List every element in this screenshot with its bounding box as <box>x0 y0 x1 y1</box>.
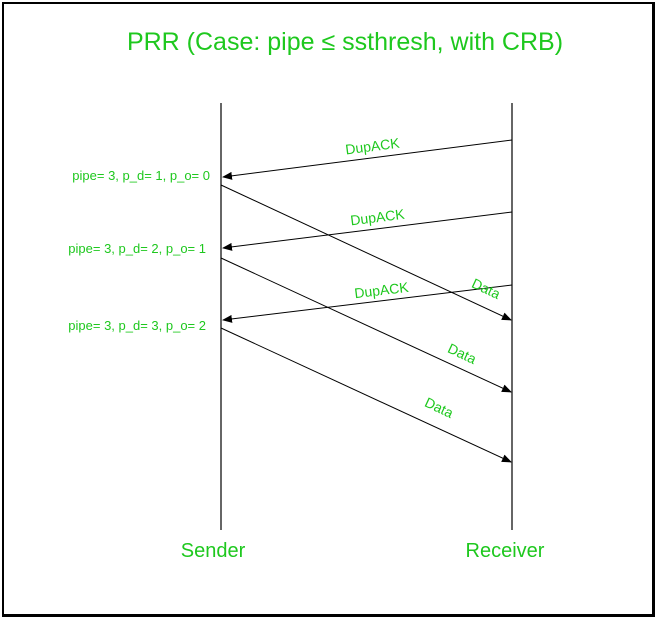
sender-label: Sender <box>181 540 246 562</box>
dupack-label-1: DupACK <box>344 135 401 158</box>
receiver-label: Receiver <box>466 540 545 562</box>
data-label-3: Data <box>422 394 456 421</box>
data-label-1: Data <box>469 275 503 302</box>
state-label-1: pipe= 3, p_d= 1, p_o= 0 <box>72 168 210 183</box>
state-label-2: pipe= 3, p_d= 2, p_o= 1 <box>68 241 206 256</box>
data-arrow-2 <box>220 257 512 393</box>
data-label-2: Data <box>445 340 479 367</box>
dupack-arrow-3 <box>222 284 513 323</box>
data-arrow-3 <box>220 327 512 463</box>
dupack-label-3: DupACK <box>353 279 410 302</box>
diagram-frame <box>2 2 655 617</box>
state-label-3: pipe= 3, p_d= 3, p_o= 2 <box>68 318 206 333</box>
diagram-title: PRR (Case: pipe ≤ ssthresh, with CRB) <box>127 28 563 56</box>
dupack-arrow-2 <box>222 211 513 251</box>
data-arrow-1 <box>220 184 512 321</box>
dupack-arrow-1 <box>222 139 513 180</box>
dupack-label-2: DupACK <box>349 206 406 229</box>
